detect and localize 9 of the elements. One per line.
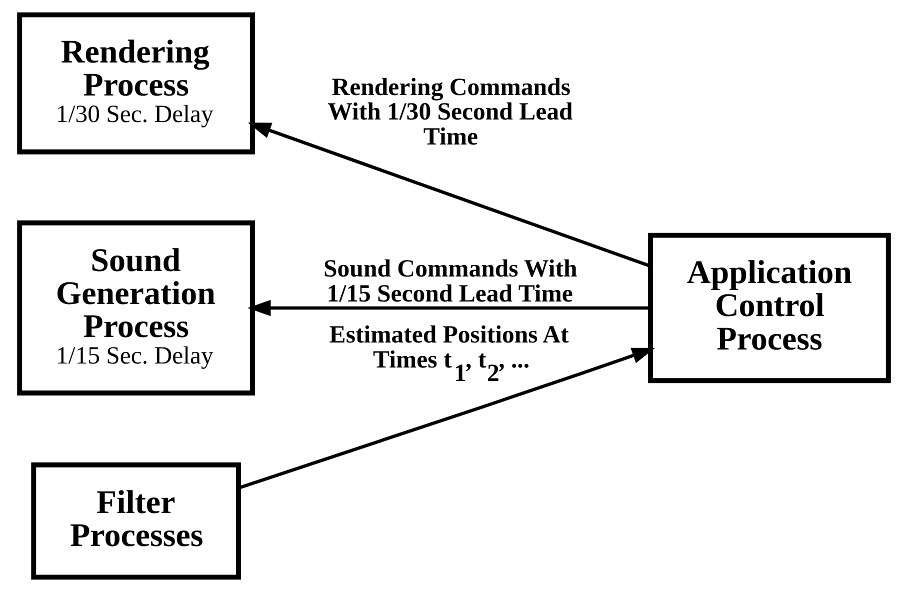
node-box: Filter Processes — [31, 462, 241, 580]
node-box: Sound Generation Process 1/15 Sec. Delay — [17, 220, 255, 396]
arrow — [248, 122, 651, 268]
arrow — [238, 348, 656, 490]
arrow — [248, 300, 650, 316]
node-box: Application Control Process — [648, 232, 891, 384]
node-box: Rendering Process 1/30 Sec. Delay — [17, 12, 255, 154]
edge-label: Sound Commands With 1/15 Second Lead Time — [324, 256, 578, 308]
edge-label: Rendering Commands With 1/30 Second Lead Time — [328, 74, 573, 150]
